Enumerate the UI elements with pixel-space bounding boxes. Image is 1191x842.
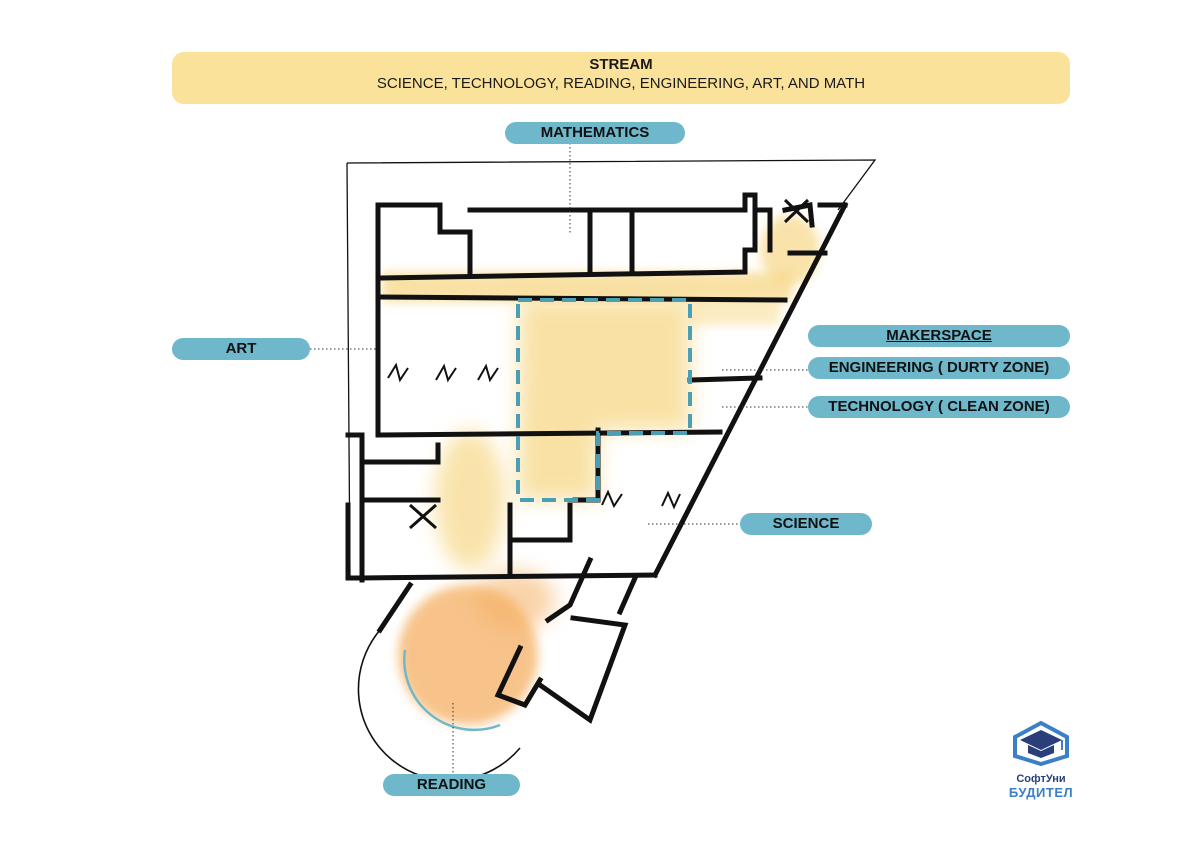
graduation-cap-icon	[1013, 720, 1069, 767]
label-reading: READING	[383, 774, 520, 796]
reading-arc-outer	[357, 629, 521, 782]
zigzag-marks	[387, 362, 681, 510]
leader-lines	[310, 143, 808, 775]
highlight-washes	[382, 215, 820, 725]
makerspace-outline	[516, 298, 692, 502]
stair-marks	[409, 198, 810, 530]
stream-banner: STREAM SCIENCE, TECHNOLOGY, READING, ENG…	[172, 52, 1070, 104]
reading-arc-inner	[403, 649, 501, 732]
banner-title: STREAM	[589, 56, 653, 73]
label-art: ART	[172, 338, 310, 360]
logo-line1: СофтУни	[1016, 773, 1066, 785]
label-science: SCIENCE	[740, 513, 872, 535]
logo-line2: БУДИТЕЛ	[1008, 785, 1074, 800]
label-engineering: ENGINEERING ( DURTY ZONE)	[808, 357, 1070, 379]
label-technology: TECHNOLOGY ( CLEAN ZONE)	[808, 396, 1070, 418]
banner-subtitle: SCIENCE, TECHNOLOGY, READING, ENGINEERIN…	[376, 75, 866, 92]
walls	[345, 192, 849, 724]
softuni-buditel-logo: СофтУни БУДИТЕЛ	[1006, 720, 1076, 802]
label-mathematics: MATHEMATICS	[505, 122, 685, 144]
label-makerspace: MAKERSPACE	[808, 325, 1070, 347]
